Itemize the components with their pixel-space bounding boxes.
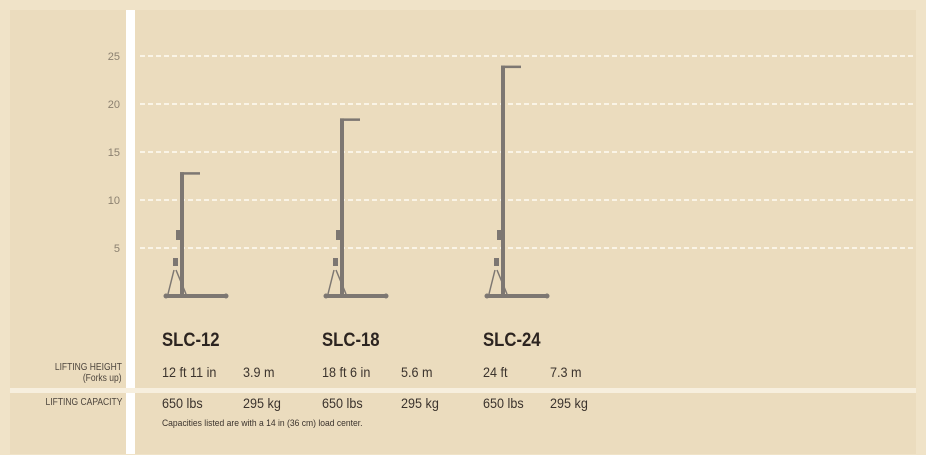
y-tick-label-15: 15 — [108, 147, 120, 159]
capacity-imperial-slc-12: 650 lbs — [162, 395, 203, 411]
label-column — [10, 10, 126, 454]
lift-mark-slc-18 — [323, 118, 389, 299]
y-tick-label-20: 20 — [108, 99, 120, 111]
lift-mark-slc-24 — [484, 65, 550, 299]
height-metric-slc-18: 5.6 m — [401, 364, 433, 380]
model-name-slc-24: SLC-24 — [483, 330, 541, 351]
height-metric-slc-12: 3.9 m — [243, 364, 275, 380]
y-tick-label-25: 25 — [108, 51, 120, 63]
model-name-slc-18: SLC-18 — [322, 330, 380, 351]
lifting-height-label: LIFTING HEIGHT — [54, 362, 122, 373]
load-center-note: Capacities listed are with a 14 in (36 c… — [162, 418, 363, 429]
lifting-capacity-label-wrap: LIFTING CAPACITY — [10, 397, 122, 411]
height-imperial-slc-12: 12 ft 11 in — [162, 364, 217, 380]
capacity-metric-slc-18: 295 kg — [401, 395, 439, 411]
horizontal-divider — [10, 388, 916, 393]
height-metric-slc-24: 7.3 m — [550, 364, 582, 380]
forks-up-label: (Forks up) — [83, 373, 122, 384]
y-tick-label-10: 10 — [108, 195, 120, 207]
capacity-metric-slc-24: 295 kg — [550, 395, 588, 411]
capacity-imperial-slc-24: 650 lbs — [483, 395, 524, 411]
lift-marks — [163, 65, 550, 299]
model-name-slc-12: SLC-12 — [162, 330, 220, 351]
lifting-capacity-label: LIFTING CAPACITY — [45, 397, 122, 408]
height-imperial-slc-24: 24 ft — [483, 364, 508, 380]
capacity-imperial-slc-18: 650 lbs — [322, 395, 363, 411]
height-imperial-slc-18: 18 ft 6 in — [322, 364, 371, 380]
lifting-height-label-wrap: LIFTING HEIGHT (Forks up) — [10, 360, 122, 390]
y-axis-ticks: 5 10 15 20 25 — [108, 51, 120, 255]
content-panel — [10, 10, 916, 454]
grid-lines — [140, 55, 916, 249]
capacity-metric-slc-12: 295 kg — [243, 395, 281, 411]
y-tick-label-5: 5 — [114, 243, 120, 255]
vertical-divider — [126, 10, 135, 454]
lift-mark-slc-12 — [163, 172, 229, 299]
